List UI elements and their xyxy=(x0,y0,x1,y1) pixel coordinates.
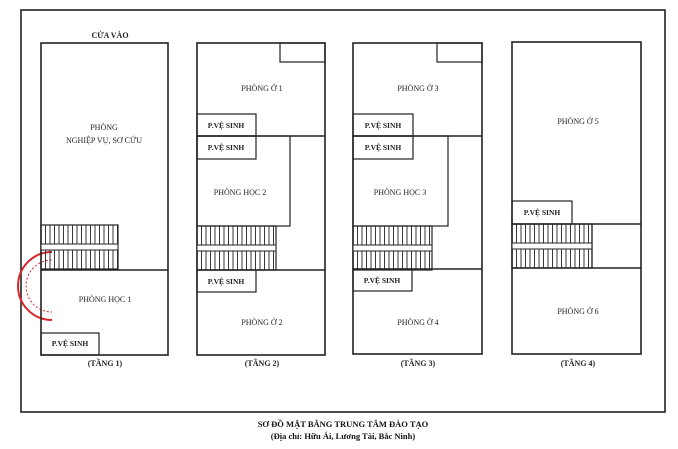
wc-label: P.VỆ SINH xyxy=(208,121,245,130)
staircase xyxy=(352,225,433,271)
floor-label: (TẦNG 4) xyxy=(561,358,596,368)
room-label: PHÒNG xyxy=(90,122,118,132)
room-label: PHÒNG HỌC 2 xyxy=(214,187,266,197)
room-label: PHÒNG HỌC 3 xyxy=(374,187,426,197)
floor-label: (TẦNG 1) xyxy=(88,358,123,368)
floor-2-plan: PHÒNG Ở 1 P.VỆ SINH P.VỆ SINH PHÒNG HỌC … xyxy=(196,42,326,368)
entrance-label: CỬA VÀO xyxy=(91,30,128,40)
stair-landing xyxy=(196,244,277,252)
staircase xyxy=(40,224,119,270)
floor-4-plan: PHÒNG Ở 5 P.VỆ SINH PHÒNG Ở 6 (TẦNG 4) xyxy=(511,41,642,368)
wc-label: P.VỆ SINH xyxy=(52,339,89,348)
room-label: NGHIỆP VỤ, SƠ CỨU xyxy=(66,135,142,145)
address: (Địa chỉ: Hữu Ái, Lương Tài, Bắc Ninh) xyxy=(271,431,416,441)
floor-1-plan: CỬA VÀO PHÒNG NGHIỆP VỤ, SƠ CỨU PHÒNG HỌ… xyxy=(40,30,169,368)
staircase xyxy=(511,223,593,269)
room-label: PHÒNG Ở 6 xyxy=(557,306,598,316)
room-label: PHÒNG Ở 5 xyxy=(557,116,598,126)
wc-label: P.VỆ SINH xyxy=(208,143,245,152)
stair-landing xyxy=(40,243,119,251)
room-label: PHÒNG Ở 2 xyxy=(241,317,282,327)
stair-landing xyxy=(511,242,593,250)
wc-label: P.VỆ SINH xyxy=(524,208,561,217)
red-stamp xyxy=(17,251,52,321)
wc-label: P.VỆ SINH xyxy=(365,143,402,152)
stair-landing xyxy=(352,244,433,252)
room-label: PHÒNG HỌC 1 xyxy=(79,294,131,304)
diagram-title: SƠ ĐỒ MẶT BẰNG TRUNG TÂM ĐÀO TẠO xyxy=(258,419,429,429)
room-label: PHÒNG Ở 4 xyxy=(397,317,438,327)
wc-label: P.VỆ SINH xyxy=(364,276,401,285)
staircase xyxy=(196,225,277,271)
room-label: PHÒNG Ở 3 xyxy=(397,83,438,93)
floor-label: (TẦNG 2) xyxy=(245,358,280,368)
wc-label: P.VỆ SINH xyxy=(208,277,245,286)
floor-3-plan: PHÒNG Ở 3 P.VỆ SINH P.VỆ SINH PHÒNG HỌC … xyxy=(352,42,483,368)
wc-label: P.VỆ SINH xyxy=(365,121,402,130)
floor-label: (TẦNG 3) xyxy=(401,358,436,368)
room-label: PHÒNG Ở 1 xyxy=(241,83,282,93)
outer-frame xyxy=(20,9,666,413)
